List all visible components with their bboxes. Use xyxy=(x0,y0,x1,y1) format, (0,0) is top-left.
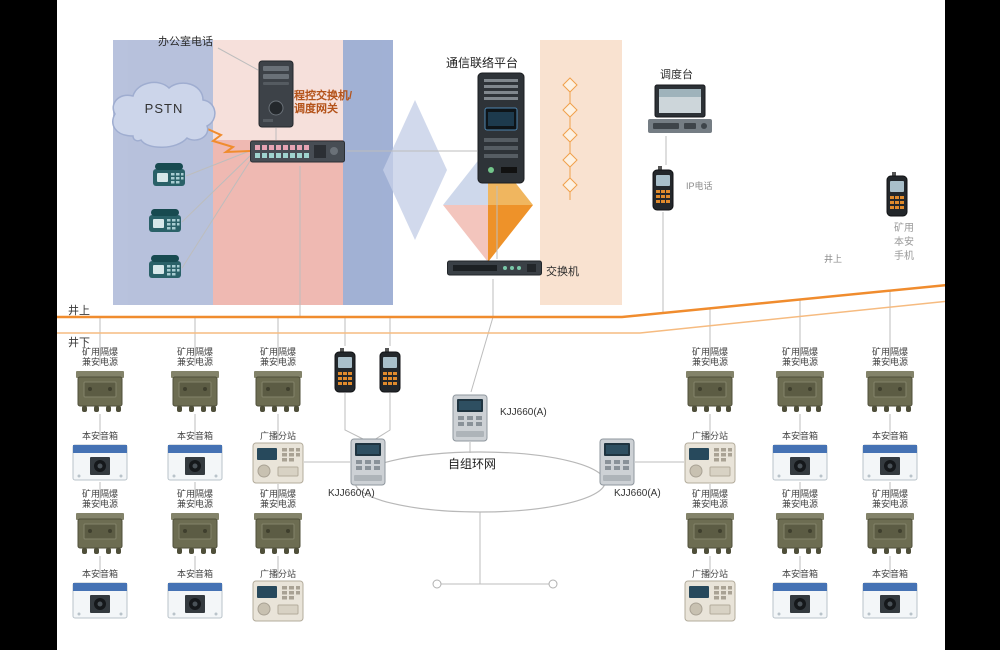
surface-marker-right: 井上 xyxy=(824,254,843,264)
kjj660-device xyxy=(350,438,386,486)
speaker-device xyxy=(167,580,223,620)
device-label: 矿用隔爆 兼安电源 xyxy=(691,489,728,509)
office-phone-icon xyxy=(148,208,182,234)
power-supply-device xyxy=(774,368,826,414)
mine-handset-icon xyxy=(332,348,358,393)
power-supply-device xyxy=(864,510,916,556)
device-label: 本安音箱 xyxy=(81,431,118,441)
device-label: 矿用隔爆 兼安电源 xyxy=(781,489,818,509)
broadcast-station-device xyxy=(684,442,736,484)
device-label: 矿用隔爆 兼安电源 xyxy=(176,489,213,509)
device-label: 矿用隔爆 兼安电源 xyxy=(781,347,818,367)
device-label: 本安音箱 xyxy=(176,569,213,579)
power-supply-device xyxy=(774,510,826,556)
office-phone-icon xyxy=(148,254,182,280)
office-phone-icon xyxy=(152,162,186,188)
speaker-device xyxy=(72,442,128,482)
underground-marker: 井下 xyxy=(68,337,90,349)
device-label: 矿用隔爆 兼安电源 xyxy=(871,489,908,509)
pstn-label: PSTN xyxy=(144,101,184,116)
broadcast-station-device xyxy=(684,580,736,622)
pbx-tower-icon xyxy=(256,60,296,128)
mine-handset-icon xyxy=(884,172,910,217)
device-label: 矿用隔爆 兼安电源 xyxy=(81,347,118,367)
speaker-device xyxy=(862,442,918,482)
device-label: 本安音箱 xyxy=(871,569,908,579)
device-label: 广播分站 xyxy=(259,431,296,441)
speaker-device xyxy=(167,442,223,482)
device-label: 矿用隔爆 兼安电源 xyxy=(871,347,908,367)
platform-server-icon xyxy=(477,72,525,184)
device-label: 本安音箱 xyxy=(781,569,818,579)
ring-network-label: 自组环网 xyxy=(448,457,497,471)
letterbox-right xyxy=(945,0,1000,650)
power-supply-device xyxy=(169,368,221,414)
ip-phone-icon xyxy=(650,166,676,211)
broadcast-station-device xyxy=(252,580,304,622)
kjj660-device xyxy=(599,438,635,486)
letterbox-left xyxy=(0,0,57,650)
surface-marker: 井上 xyxy=(68,305,90,317)
device-label: 广播分站 xyxy=(691,569,728,579)
power-supply-device xyxy=(252,368,304,414)
device-label: 矿用隔爆 兼安电源 xyxy=(691,347,728,367)
device-label: 广播分站 xyxy=(259,569,296,579)
device-label: 广播分站 xyxy=(691,431,728,441)
device-label: 本安音箱 xyxy=(81,569,118,579)
device-label: 矿用隔爆 兼安电源 xyxy=(81,489,118,509)
device-label: 矿用隔爆 兼安电源 xyxy=(259,489,296,509)
kjj660-label: KJJ660(A) xyxy=(614,488,661,499)
ethernet-switch-label: 交换机 xyxy=(546,266,579,278)
kjj660-label: KJJ660(A) xyxy=(328,488,375,499)
gateway-label: 程控交换机/ 调度网关 xyxy=(294,90,353,115)
device-label: 本安音箱 xyxy=(176,431,213,441)
device-label: 矿用隔爆 兼安电源 xyxy=(259,347,296,367)
dispatch-console-icon xyxy=(646,84,714,136)
speaker-device xyxy=(862,580,918,620)
speaker-device xyxy=(772,580,828,620)
office-phone-label: 办公室电话 xyxy=(158,36,213,48)
pstn-cloud xyxy=(103,74,223,154)
mine-handset-label: 矿用 本安 手机 xyxy=(894,223,914,262)
power-supply-device xyxy=(169,510,221,556)
speaker-device xyxy=(772,442,828,482)
power-supply-device xyxy=(74,368,126,414)
speaker-device xyxy=(72,580,128,620)
mine-handset-icon xyxy=(377,348,403,393)
platform-label: 通信联络平台 xyxy=(446,56,519,70)
device-label: 本安音箱 xyxy=(871,431,908,441)
power-supply-device xyxy=(864,368,916,414)
broadcast-station-device xyxy=(252,442,304,484)
power-supply-device xyxy=(684,368,736,414)
power-supply-device xyxy=(252,510,304,556)
power-supply-device xyxy=(74,510,126,556)
kjj660-device xyxy=(452,394,488,442)
power-supply-device xyxy=(684,510,736,556)
kjj660-label: KJJ660(A) xyxy=(500,407,547,418)
dispatch-console-label: 调度台 xyxy=(660,69,693,81)
dispatch-gateway-icon xyxy=(250,140,345,164)
device-label: 矿用隔爆 兼安电源 xyxy=(176,347,213,367)
device-label: 本安音箱 xyxy=(781,431,818,441)
ethernet-switch-icon xyxy=(447,258,542,278)
ip-phone-label: IP电话 xyxy=(686,181,713,191)
